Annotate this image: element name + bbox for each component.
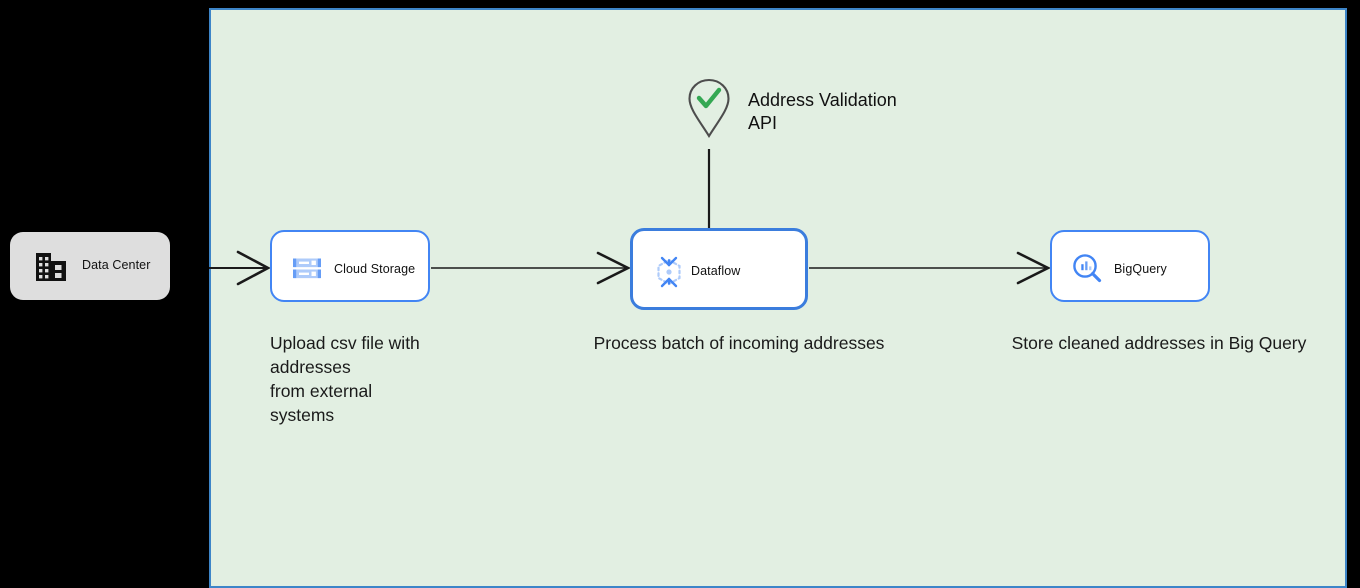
node-cloud-storage-label: Cloud Storage <box>334 262 416 276</box>
node-dataflow[interactable]: Dataflow <box>630 228 808 310</box>
caption-cloud-storage: Upload csv file with addresses from exte… <box>270 331 500 427</box>
caption-line: systems <box>270 405 335 425</box>
node-data-center[interactable]: Data Center <box>10 232 170 300</box>
map-pin-check-icon[interactable] <box>686 77 732 139</box>
data-center-building-icon <box>32 248 70 286</box>
caption-line: Upload csv file with <box>270 333 420 353</box>
validation-api-label-line2: API <box>748 113 778 133</box>
dataflow-icon <box>651 254 687 290</box>
cloud-storage-icon <box>290 251 324 285</box>
caption-bigquery: Store cleaned addresses in Big Query <box>1011 333 1307 353</box>
node-bigquery-label: BigQuery <box>1114 262 1167 276</box>
bigquery-icon <box>1070 251 1104 285</box>
node-dataflow-label: Dataflow <box>691 264 741 278</box>
node-cloud-storage[interactable]: Cloud Storage <box>270 230 430 302</box>
validation-api-label-line1: Address Validation <box>748 90 897 110</box>
node-bigquery[interactable]: BigQuery <box>1050 230 1210 302</box>
caption-dataflow: Process batch of incoming addresses <box>593 333 885 353</box>
caption-line: addresses <box>270 357 351 377</box>
node-data-center-label: Data Center <box>82 258 151 272</box>
caption-line: from external <box>270 381 373 401</box>
